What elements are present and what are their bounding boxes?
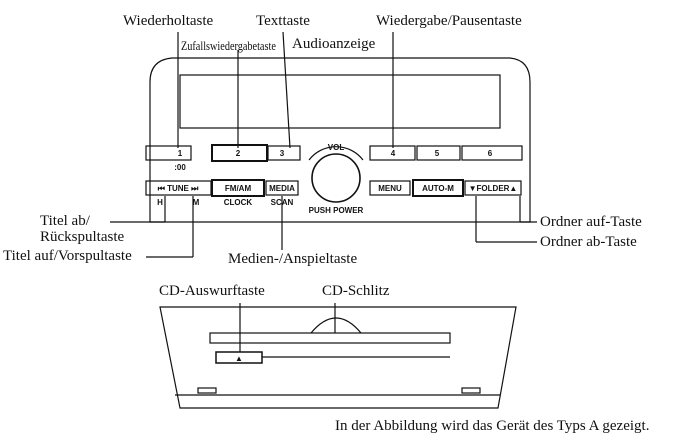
vol-label: VOL — [328, 143, 345, 152]
preset-1-sublabel: :00 — [174, 163, 186, 172]
volume-arc-icon — [308, 146, 364, 161]
auto-mem-label: AUTO-M — [422, 184, 454, 193]
audio-display-callout: Audioanzeige — [292, 36, 376, 52]
tune-label: ⏮ TUNE ⏭ — [158, 184, 199, 193]
cd-slot-callout: CD-Schlitz — [322, 283, 390, 299]
audio-display — [179, 74, 501, 129]
media-label: MEDIA — [269, 184, 295, 193]
tune-n-label: H — [157, 198, 163, 207]
scan-label: SCAN — [271, 198, 294, 207]
menu-button[interactable] — [369, 180, 411, 196]
cd-slot-arch — [310, 317, 362, 334]
preset-1-label: 1 — [178, 149, 183, 158]
track-up-callout: Titel auf/Vorspultaste — [3, 248, 132, 264]
cd-left-vent — [197, 387, 217, 394]
auto-mem-button[interactable] — [412, 179, 464, 197]
preset-3-label: 3 — [280, 149, 285, 158]
text-button-callout: Texttaste — [256, 13, 310, 29]
push-power-label: PUSH POWER — [309, 206, 364, 215]
track-down-callout-line1: Titel ab/ — [40, 213, 90, 229]
clock-label: CLOCK — [224, 198, 253, 207]
folder-up-callout: Ordner auf-Taste — [540, 214, 642, 230]
cd-slot — [209, 332, 451, 344]
volume-knob[interactable] — [311, 153, 361, 203]
audio-unit-housing — [149, 57, 531, 223]
folder-button[interactable] — [464, 180, 522, 196]
preset-5-label: 5 — [435, 149, 440, 158]
menu-label: MENU — [378, 184, 402, 193]
media-button[interactable] — [265, 180, 299, 196]
eject-icon: ▲ — [235, 354, 243, 363]
folder-down-callout: Ordner ab-Taste — [540, 234, 637, 250]
random-button-callout: Zufallswiedergabetaste — [181, 39, 276, 53]
preset-button-1[interactable] — [145, 145, 192, 161]
figure-caption: In der Abbildung wird das Gerät des Typs… — [335, 418, 650, 434]
track-down-callout-line2: Rückspultaste — [40, 229, 125, 245]
preset-button-6[interactable] — [461, 145, 523, 161]
fm-am-button[interactable] — [211, 179, 265, 197]
cd-right-vent — [461, 387, 481, 394]
media-scan-callout: Medien-/Anspieltaste — [228, 251, 358, 267]
preset-2-label: 2 — [236, 149, 241, 158]
preset-button-2[interactable] — [211, 144, 268, 162]
play-pause-button-callout: Wiedergabe/Pausentaste — [376, 13, 522, 29]
tune-m-label: M — [193, 198, 200, 207]
cd-eject-callout: CD-Auswurftaste — [159, 283, 265, 299]
preset-4-label: 4 — [391, 149, 396, 158]
preset-button-5[interactable] — [416, 145, 461, 161]
preset-6-label: 6 — [488, 149, 493, 158]
fm-am-label: FM/AM — [225, 184, 252, 193]
preset-button-3[interactable] — [267, 145, 301, 161]
repeat-button-callout: Wiederholtaste — [123, 13, 214, 29]
folder-label: ▼FOLDER▲ — [469, 184, 518, 193]
cd-unit-housing — [159, 306, 517, 409]
